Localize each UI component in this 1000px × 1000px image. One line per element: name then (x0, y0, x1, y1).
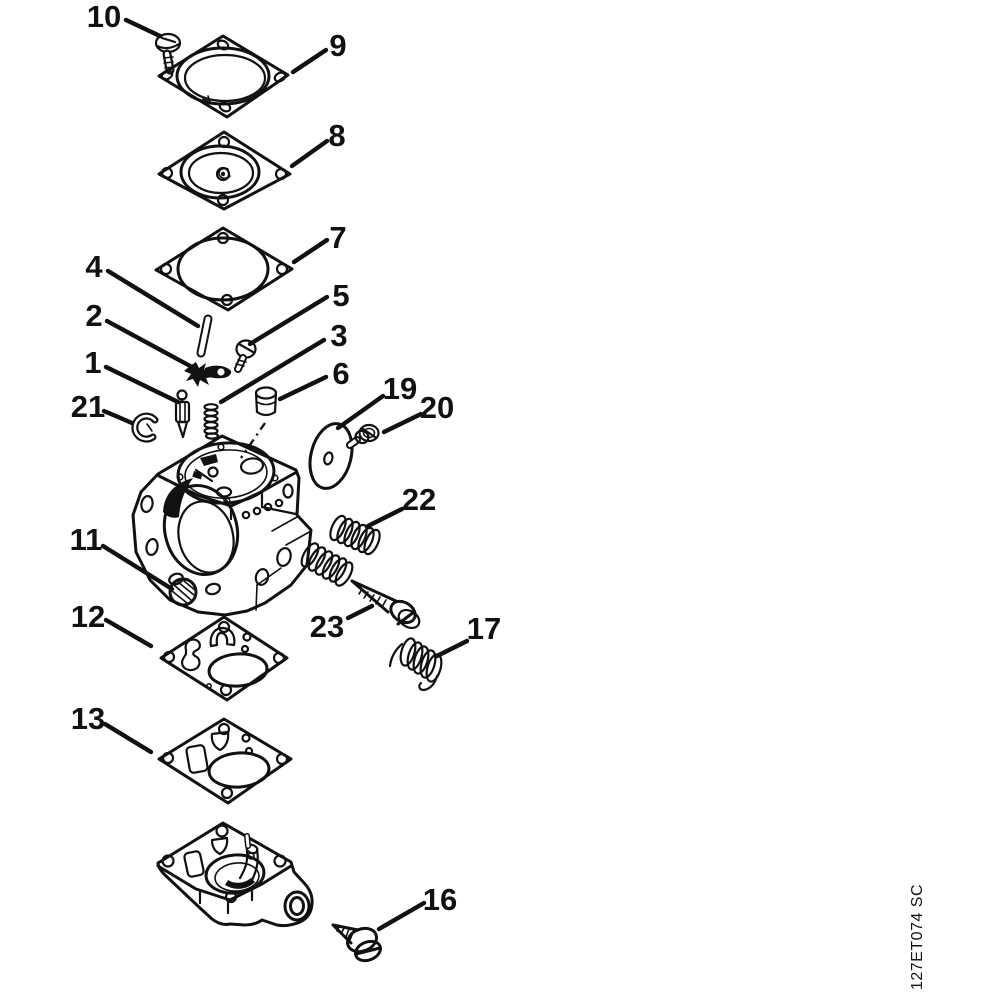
callout-13: 13 (71, 701, 154, 755)
part-plug-6 (240, 386, 278, 459)
callouts: 10 9 8 7 4 5 2 3 (70, 0, 501, 932)
part-e-clip-21 (131, 412, 159, 443)
callout-12: 12 (71, 599, 154, 649)
part-adjustment-screw-23 (300, 542, 421, 630)
callout-label-5: 5 (332, 278, 349, 313)
callout-label-13: 13 (71, 701, 105, 736)
callout-label-21: 21 (71, 389, 105, 424)
part-spring-17 (388, 637, 443, 692)
callout-label-9: 9 (329, 28, 346, 63)
callout-20: 20 (381, 390, 454, 435)
callout-8: 8 (289, 118, 346, 169)
part-screw-16 (331, 923, 383, 963)
part-plug-11 (168, 577, 198, 607)
callout-10: 10 (87, 0, 163, 39)
callout-23: 23 (310, 603, 375, 644)
callout-label-7: 7 (329, 220, 346, 255)
callout-label-1: 1 (84, 345, 101, 380)
part-inlet-needle-1 (174, 389, 191, 439)
pump-housing (156, 821, 314, 928)
part-washer-19 (308, 422, 354, 490)
callout-label-10: 10 (87, 0, 121, 34)
part-pump-cover-9 (157, 34, 290, 119)
centerline-plug-6 (240, 422, 266, 459)
part-metering-diaphragm-12 (159, 615, 289, 702)
part-screw-10 (154, 32, 182, 75)
part-metering-gasket-13 (157, 717, 293, 805)
carburetor-body (131, 434, 313, 617)
callout-label-11: 11 (70, 522, 103, 557)
callout-label-16: 16 (423, 882, 457, 917)
callout-17: 17 (434, 611, 501, 659)
part-screw-20 (346, 423, 380, 449)
callout-label-12: 12 (71, 599, 105, 634)
callout-16: 16 (376, 882, 457, 932)
part-pump-diaphragm-8 (157, 130, 292, 211)
callout-9: 9 (290, 28, 347, 75)
part-gasket-7 (154, 226, 294, 312)
callout-6: 6 (277, 356, 350, 402)
callout-22: 22 (365, 482, 436, 529)
callout-2: 2 (85, 298, 195, 370)
part-screw-5 (234, 339, 257, 373)
part-spring-3 (203, 403, 220, 440)
callout-19: 19 (335, 371, 417, 431)
callout-4: 4 (85, 249, 201, 329)
callout-3: 3 (218, 318, 348, 405)
callout-1: 1 (84, 345, 181, 405)
callout-label-19: 19 (383, 371, 417, 406)
callout-label-3: 3 (330, 318, 347, 353)
part-spring-22 (329, 514, 381, 556)
callout-21: 21 (71, 389, 135, 426)
callout-11: 11 (70, 522, 175, 592)
callout-label-17: 17 (467, 611, 501, 646)
figure-code-watermark: 127ET074 SC (909, 884, 926, 990)
part-pin-4 (196, 314, 213, 358)
callout-label-20: 20 (420, 390, 454, 425)
callout-7: 7 (291, 220, 347, 265)
callout-5: 5 (247, 278, 350, 347)
callout-label-22: 22 (402, 482, 436, 517)
callout-label-2: 2 (85, 298, 102, 333)
callout-label-6: 6 (332, 356, 349, 391)
callout-label-4: 4 (85, 249, 103, 284)
callout-label-23: 23 (310, 609, 344, 644)
callout-label-8: 8 (328, 118, 345, 153)
